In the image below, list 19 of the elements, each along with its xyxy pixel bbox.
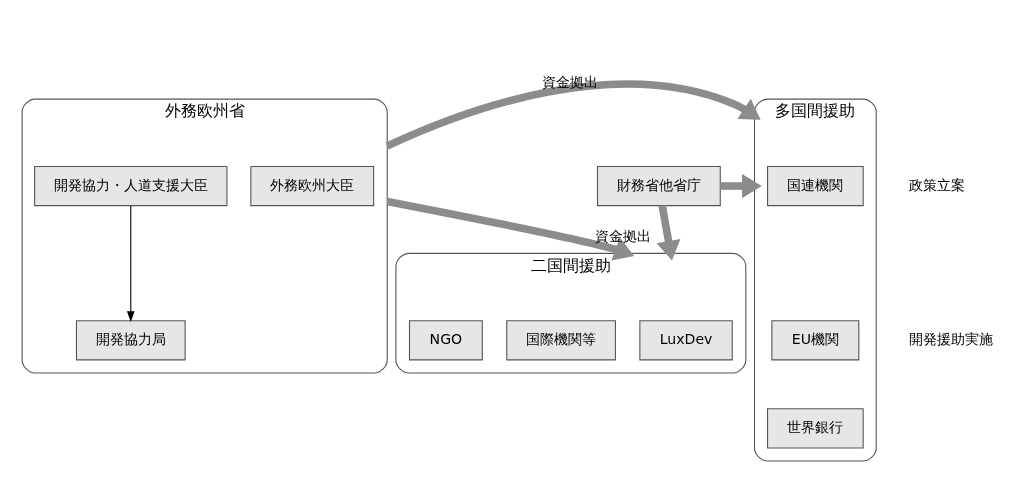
label: 開発援助実施 <box>909 330 994 347</box>
node-box: NGO <box>408 319 483 360</box>
node-box: 開発協力・人道支援大臣 <box>34 165 228 206</box>
node-box: 財務省他省庁 <box>596 165 721 206</box>
node-box: 開発協力局 <box>75 319 186 360</box>
node-box: LuxDev <box>639 319 733 360</box>
arrow <box>385 80 761 149</box>
edge-label: 資金拠出 <box>541 73 598 89</box>
node-box: 国際機関等 <box>506 319 616 360</box>
arrow <box>386 197 635 260</box>
node-box: 国連機関 <box>767 165 864 206</box>
edge-label: 資金拠出 <box>595 227 652 244</box>
node-box: 外務欧州大臣 <box>250 165 375 206</box>
node-box: EU機関 <box>771 319 860 360</box>
arrow <box>720 173 762 198</box>
label: 政策立案 <box>909 176 966 193</box>
arrow <box>126 204 135 322</box>
node-box: 世界銀行 <box>767 407 864 448</box>
arrow <box>656 204 681 261</box>
